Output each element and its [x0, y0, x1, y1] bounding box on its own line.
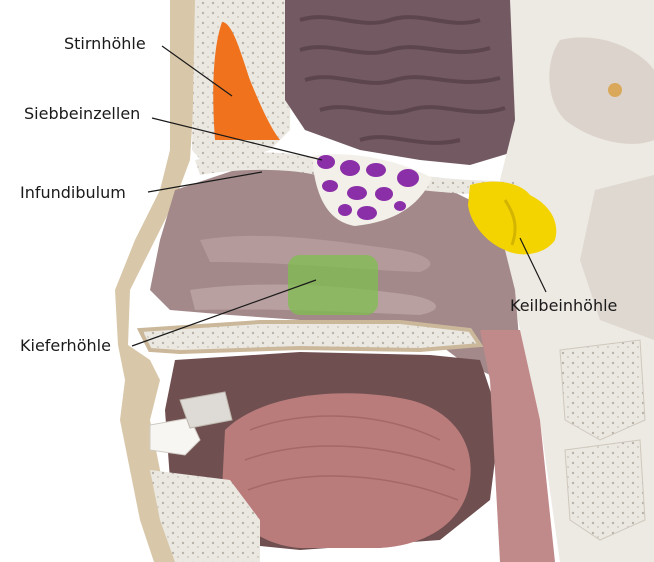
hard-palate [140, 322, 480, 352]
label-kieferhoehle: Kieferhöhle [20, 336, 111, 356]
vertebra-2 [565, 440, 645, 540]
pituitary-gland [608, 83, 622, 97]
label-infundibulum: Infundibulum [20, 183, 126, 203]
label-keilbeinhoehle: Keilbeinhöhle [510, 296, 617, 316]
vertebra-1 [560, 340, 645, 440]
label-stirnhoehle: Stirnhöhle [64, 34, 146, 54]
label-siebbeinzellen: Siebbeinzellen [24, 104, 140, 124]
